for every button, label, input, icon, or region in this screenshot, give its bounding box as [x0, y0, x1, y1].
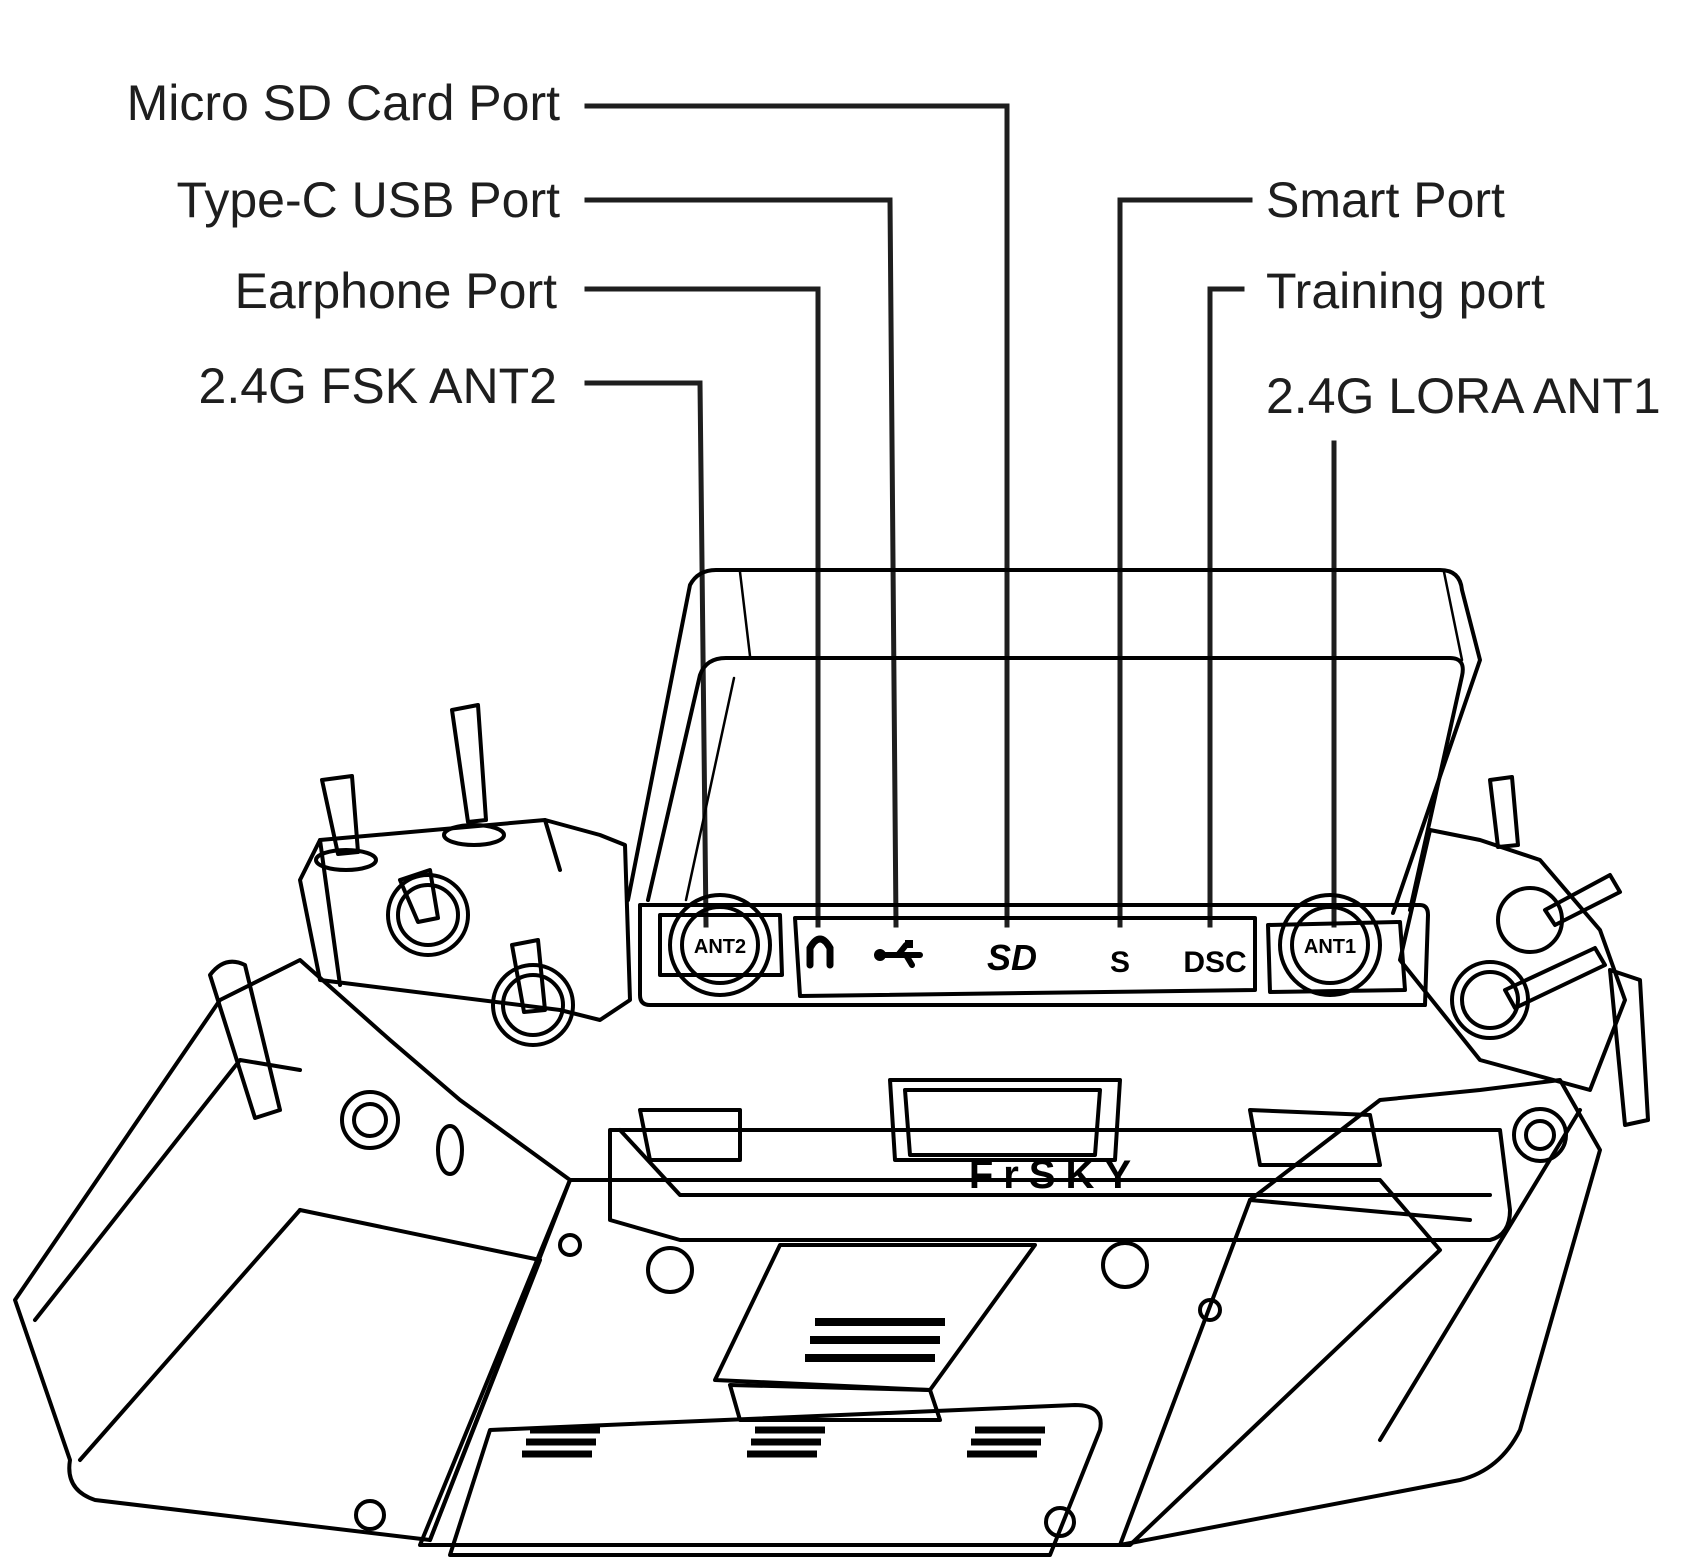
sd-marking: SD [987, 937, 1037, 978]
leader-type-c [584, 197, 899, 928]
ant1-marking: ANT1 [1304, 936, 1356, 958]
leader-micro-sd [584, 103, 1010, 928]
label-micro-sd-card-port: Micro SD Card Port [127, 75, 561, 131]
right-switch-cluster [1398, 775, 1650, 1127]
right-grip [1118, 1078, 1602, 1547]
leader-smart-port [1117, 197, 1253, 928]
label-fsk-ant2: 2.4G FSK ANT2 [199, 358, 557, 414]
vent-1 [522, 1426, 600, 1458]
brand-marking: FrSKY [969, 1153, 1141, 1197]
vent-2 [747, 1426, 825, 1458]
vent-3 [967, 1426, 1045, 1458]
ant2-connector [668, 893, 772, 997]
body-underside [354, 1178, 1442, 1557]
leader-earphone [584, 286, 821, 928]
usb-icon [874, 940, 923, 968]
radio-transmitter-drawing: ANT2 ANT1 SD S DSC [13, 568, 1650, 1557]
leader-training-port [1207, 286, 1245, 928]
screen-hood [626, 568, 1482, 915]
label-lora-ant1: 2.4G LORA ANT1 [1266, 368, 1661, 424]
dsc-marking: DSC [1183, 946, 1246, 979]
port-panel: ANT2 ANT1 SD S DSC [638, 893, 1430, 1007]
leader-fsk-ant2 [584, 380, 709, 928]
carry-handle: FrSKY [608, 1078, 1512, 1242]
left-grip [13, 958, 572, 1542]
label-training-port: Training port [1266, 263, 1545, 319]
left-switch-cluster [298, 703, 632, 1047]
label-earphone-port: Earphone Port [235, 263, 558, 319]
label-type-c-usb-port: Type-C USB Port [177, 172, 561, 228]
smart-port-marking: S [1110, 946, 1130, 979]
earphone-icon [806, 935, 834, 969]
ant1-connector [1278, 893, 1382, 997]
label-smart-port: Smart Port [1266, 172, 1505, 228]
ant2-marking: ANT2 [694, 936, 746, 958]
